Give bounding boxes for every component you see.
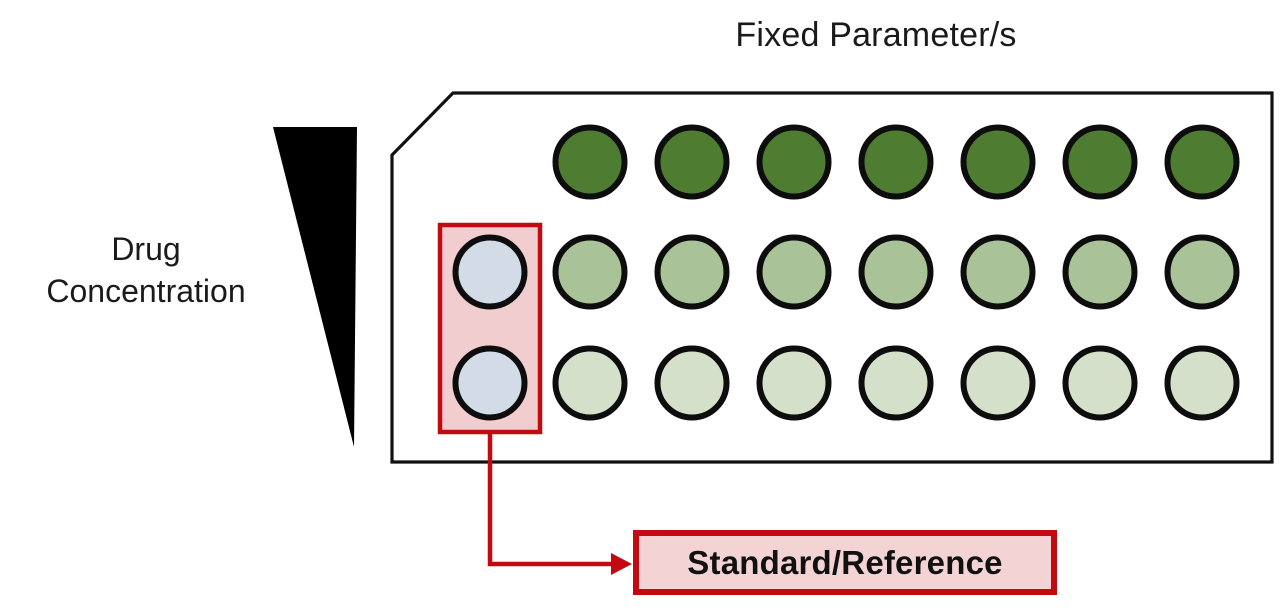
- annotation-arrow: [487, 430, 614, 567]
- well-medium-concentration-row: [858, 234, 934, 310]
- well-low-concentration-row: [1164, 345, 1240, 421]
- drug-concentration-label-line2: Concentration: [46, 273, 246, 309]
- drug-concentration-label-line1: Drug: [111, 231, 181, 267]
- well-high-concentration-row: [858, 124, 934, 200]
- fixed-parameters-title: Fixed Parameter/s: [735, 16, 1017, 54]
- well-high-concentration-row: [654, 124, 730, 200]
- concentration-gradient-wedge-icon: [273, 127, 357, 447]
- standard-reference-label-text: Standard/Reference: [687, 543, 1003, 581]
- standard-reference-label: Standard/Reference: [633, 530, 1057, 595]
- well-low-concentration-row: [552, 345, 628, 421]
- reference-well: [452, 234, 528, 310]
- well-high-concentration-row: [960, 124, 1036, 200]
- well-low-concentration-row: [960, 345, 1036, 421]
- reference-well: [452, 345, 528, 421]
- well-medium-concentration-row: [960, 234, 1036, 310]
- well-medium-concentration-row: [552, 234, 628, 310]
- well-high-concentration-row: [1062, 124, 1138, 200]
- well-low-concentration-row: [756, 345, 832, 421]
- annotation-arrowhead-icon: [611, 553, 632, 575]
- well-high-concentration-row: [552, 124, 628, 200]
- well-medium-concentration-row: [654, 234, 730, 310]
- well-low-concentration-row: [1062, 345, 1138, 421]
- well-medium-concentration-row: [1062, 234, 1138, 310]
- well-medium-concentration-row: [756, 234, 832, 310]
- wells-layer: [452, 124, 1240, 421]
- drug-concentration-label: Drug Concentration: [0, 228, 292, 312]
- well-medium-concentration-row: [1164, 234, 1240, 310]
- well-high-concentration-row: [1164, 124, 1240, 200]
- well-low-concentration-row: [858, 345, 934, 421]
- well-low-concentration-row: [654, 345, 730, 421]
- well-high-concentration-row: [756, 124, 832, 200]
